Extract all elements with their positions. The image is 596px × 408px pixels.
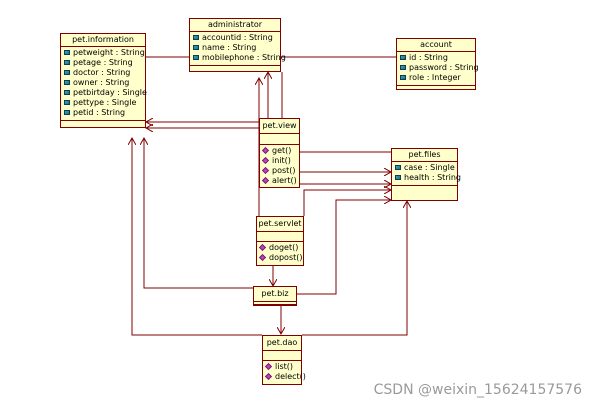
class-administrator[interactable]: administrator accountid : String name : … [189,18,286,72]
attributes-section [254,302,296,305]
csdn-watermark: CSDN @weixin_15624157576 [373,382,582,398]
attribute-icon [64,90,70,95]
class-title: pet.servlet [257,217,303,232]
class-title: pet.view [260,119,299,134]
attribute-row: doctor : String [63,68,143,78]
operation-row: doget() [258,243,301,253]
operations-section [254,305,296,307]
operations-section: doget() dopost() [257,242,303,265]
operation-row: list() [264,362,299,372]
operation-icon [261,156,270,165]
attribute-icon [64,110,70,115]
operation-icon [264,372,273,381]
operation-icon [258,243,267,252]
attribute-row: petid : String [63,108,143,118]
attribute-icon [395,175,401,180]
class-title: account [397,39,475,52]
attribute-icon [64,100,70,105]
attribute-row: pettype : Single [63,98,143,108]
edge-biz-information [144,138,253,289]
attribute-icon [64,70,70,75]
operation-row: delect() [264,372,306,382]
operations-section [397,86,475,89]
edge-dao-files [302,201,407,336]
attribute-icon [64,50,70,55]
attributes-section [260,134,299,145]
attribute-row: id : String [399,53,473,63]
attributes-section: accountid : String name : String mobilep… [190,32,286,66]
class-title: pet.information [61,34,145,47]
class-title: administrator [190,19,280,32]
operation-icon [261,146,270,155]
class-pet-biz[interactable]: pet.biz [253,286,297,306]
attributes-section: case : Single health : String [392,162,461,186]
attribute-row: password : String [399,63,479,73]
attribute-icon [193,55,199,60]
class-pet-information[interactable]: pet.information petweight : String petag… [60,33,147,128]
operation-row: alert() [261,176,297,186]
operations-section [190,66,280,70]
attribute-row: role : Integer [399,73,473,83]
operation-icon [261,176,270,185]
edge-dao-information [132,138,262,336]
attribute-row: owner : String [63,78,143,88]
class-pet-dao[interactable]: pet.dao list() delect() [262,335,306,385]
operation-icon [264,362,273,371]
class-pet-view[interactable]: pet.view get() init() post() alert() [259,118,300,188]
class-title: pet.dao [263,336,301,351]
attribute-icon [400,65,406,70]
operation-row: dopost() [258,253,303,263]
attribute-row: case : Single [394,163,455,173]
operation-icon [258,253,267,262]
operations-section: get() init() post() alert() [260,145,299,188]
operation-row: post() [261,166,297,176]
operations-section [392,186,457,196]
operations-section: list() delect() [263,361,306,384]
class-title: pet.files [392,149,457,162]
attributes-section: petweight : String petage : String docto… [61,47,147,121]
operation-row: get() [261,146,297,156]
attribute-icon [400,75,406,80]
attribute-row: mobilephone : String [192,53,286,63]
attribute-icon [193,35,199,40]
operations-section [61,121,145,125]
attributes-section: id : String password : String role : Int… [397,52,479,86]
class-account[interactable]: account id : String password : String ro… [396,38,479,90]
attribute-row: accountid : String [192,33,278,43]
attribute-row: petbirtday : Single [63,88,147,98]
attribute-row: name : String [192,43,278,53]
edge-biz-files [297,200,391,295]
attribute-row: health : String [394,173,461,183]
attribute-icon [64,60,70,65]
operation-icon [261,166,270,175]
attribute-icon [193,45,199,50]
operation-row: init() [261,156,297,166]
attribute-row: petweight : String [63,48,145,58]
attribute-icon [400,55,406,60]
attributes-section [263,351,301,361]
class-pet-servlet[interactable]: pet.servlet doget() dopost() [256,216,304,266]
attributes-section [257,232,303,242]
attribute-icon [395,165,401,170]
attribute-row: petage : String [63,58,143,68]
class-title: pet.biz [254,287,296,302]
class-pet-files[interactable]: pet.files case : Single health : String [391,148,461,201]
attribute-icon [64,80,70,85]
edge-servlet-files [303,190,391,216]
